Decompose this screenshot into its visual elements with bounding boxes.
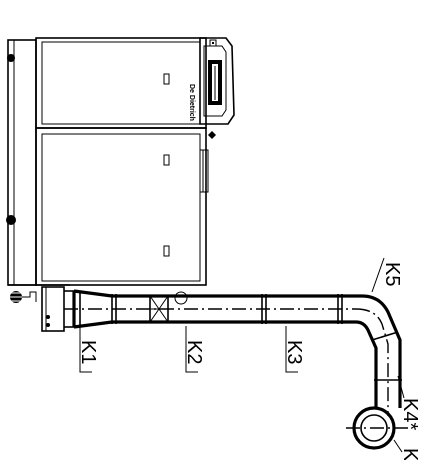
- label-k-partial: K: [399, 448, 421, 460]
- control-panel: De Dietrich: [188, 37, 235, 139]
- brand-logo: De Dietrich: [188, 84, 195, 121]
- segment-labels: K1 K2 K3 K5 K4* K: [77, 257, 421, 460]
- label-k1: K1: [77, 340, 99, 364]
- label-k4: K4*: [399, 398, 421, 430]
- flue-elbow-k5: [342, 294, 402, 380]
- boiler-body: [6, 37, 209, 286]
- label-k3: K3: [283, 340, 305, 364]
- label-k2: K2: [183, 340, 205, 364]
- boiler-fittings: [10, 286, 74, 332]
- label-k5: K5: [381, 262, 403, 286]
- flue-pipe: [64, 289, 412, 450]
